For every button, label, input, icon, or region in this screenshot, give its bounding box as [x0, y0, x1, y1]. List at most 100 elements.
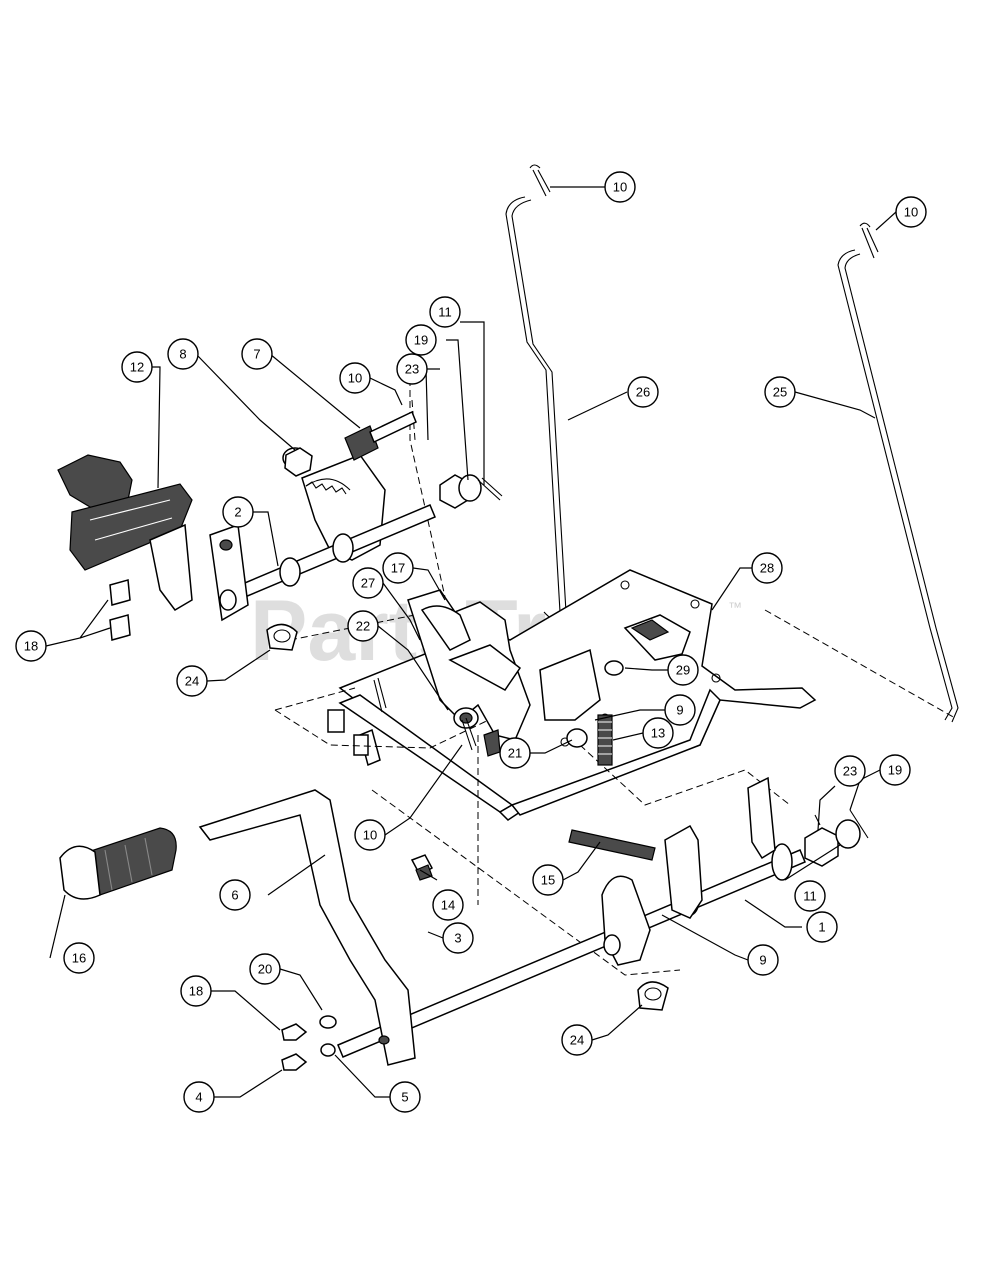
hairpin-clip-top — [529, 164, 551, 197]
arm-bracket-9 — [601, 776, 776, 966]
callout-label: 16 — [72, 951, 86, 966]
hardware-bolts-lower — [281, 1015, 337, 1071]
callout-8: 8 — [167, 338, 199, 370]
callout-label: 7 — [253, 347, 260, 362]
callout-label: 15 — [541, 873, 555, 888]
callout-10: 10 — [339, 362, 371, 394]
callout-label: 10 — [613, 180, 627, 195]
callout-4: 4 — [183, 1081, 215, 1113]
callout-10: 10 — [604, 171, 636, 203]
callout-label: 10 — [363, 828, 377, 843]
link-plate — [209, 523, 249, 622]
handle-lever-6 — [198, 789, 416, 1066]
callout-24: 24 — [176, 665, 208, 697]
callout-10: 10 — [354, 819, 386, 851]
callout-2: 2 — [222, 496, 254, 528]
callout-label: 11 — [803, 889, 817, 904]
callout-label: 17 — [391, 561, 405, 576]
callout-label: 18 — [189, 984, 203, 999]
callout-label: 11 — [438, 305, 452, 320]
callout-label: 14 — [441, 898, 455, 913]
bolt-14 — [410, 854, 434, 881]
callout-21: 21 — [499, 737, 531, 769]
callout-20: 20 — [249, 953, 281, 985]
callout-24: 24 — [561, 1024, 593, 1056]
callout-label: 27 — [361, 576, 375, 591]
hardware-lower — [804, 809, 869, 867]
spring-13 — [597, 714, 613, 766]
callout-label: 22 — [356, 619, 370, 634]
callouts: 10 10 11 19 10 23 26 25 12 8 7 2 17 27 2… — [15, 171, 927, 1113]
hairpin-clip-right — [859, 222, 879, 259]
callout-label: 20 — [258, 962, 272, 977]
callout-label: 18 — [24, 639, 38, 654]
callout-15: 15 — [532, 864, 564, 896]
callout-11: 11 — [429, 296, 461, 328]
callout-13: 13 — [642, 717, 674, 749]
callout-label: 3 — [454, 931, 461, 946]
callout-label: 9 — [676, 703, 683, 718]
callout-label: 5 — [401, 1090, 408, 1105]
callout-3: 3 — [442, 922, 474, 954]
callout-16: 16 — [63, 942, 95, 974]
spring-15 — [568, 829, 656, 861]
callout-label: 8 — [179, 347, 186, 362]
callout-12: 12 — [121, 351, 153, 383]
callout-label: 6 — [231, 888, 238, 903]
callout-10: 10 — [895, 196, 927, 228]
hardware-upper — [284, 447, 503, 509]
callout-18: 18 — [180, 975, 212, 1007]
callout-label: 10 — [904, 205, 918, 220]
hairpin-clip-lower — [373, 677, 477, 751]
callout-23: 23 — [834, 755, 866, 787]
callout-25: 25 — [764, 376, 796, 408]
lever-bracket-assembly — [407, 589, 601, 757]
lower-channel — [327, 688, 721, 821]
grip-16 — [59, 827, 177, 900]
callout-14: 14 — [432, 889, 464, 921]
callout-label: 25 — [773, 385, 787, 400]
bushing-24-upper — [266, 623, 298, 651]
watermark-trademark: ™ — [728, 599, 742, 615]
callout-23: 23 — [396, 353, 428, 385]
callout-label: 24 — [570, 1033, 584, 1048]
callout-26: 26 — [627, 376, 659, 408]
leader-lines — [45, 186, 897, 1098]
callout-22: 22 — [347, 610, 379, 642]
rod-26 — [505, 196, 573, 622]
callout-label: 28 — [760, 561, 774, 576]
callout-label: 2 — [234, 505, 241, 520]
callout-18: 18 — [15, 630, 47, 662]
callout-19: 19 — [879, 754, 911, 786]
callout-19: 19 — [405, 324, 437, 356]
callout-11: 11 — [794, 880, 826, 912]
callout-label: 12 — [130, 360, 144, 375]
callout-17: 17 — [382, 552, 414, 584]
assembly-drawing — [57, 164, 959, 1071]
callout-label: 13 — [651, 726, 665, 741]
callout-label: 19 — [888, 763, 902, 778]
callout-5: 5 — [389, 1081, 421, 1113]
bushing-24-lower — [637, 981, 669, 1011]
callout-9: 9 — [664, 694, 696, 726]
callout-label: 21 — [508, 746, 522, 761]
callout-28: 28 — [751, 552, 783, 584]
callout-label: 9 — [759, 953, 766, 968]
callout-7: 7 — [241, 338, 273, 370]
callout-label: 19 — [414, 333, 428, 348]
callout-label: 4 — [195, 1090, 202, 1105]
callout-label: 23 — [405, 362, 419, 377]
pedal-12 — [57, 454, 193, 641]
bracket-29 — [604, 614, 691, 676]
callout-label: 23 — [843, 764, 857, 779]
callout-label: 24 — [185, 674, 199, 689]
callout-label: 29 — [676, 663, 690, 678]
rod-25 — [837, 249, 959, 723]
callout-9: 9 — [747, 944, 779, 976]
callout-label: 26 — [636, 385, 650, 400]
callout-29: 29 — [667, 654, 699, 686]
callout-label: 10 — [348, 371, 362, 386]
callout-27: 27 — [352, 567, 384, 599]
callout-label: 1 — [818, 920, 825, 935]
